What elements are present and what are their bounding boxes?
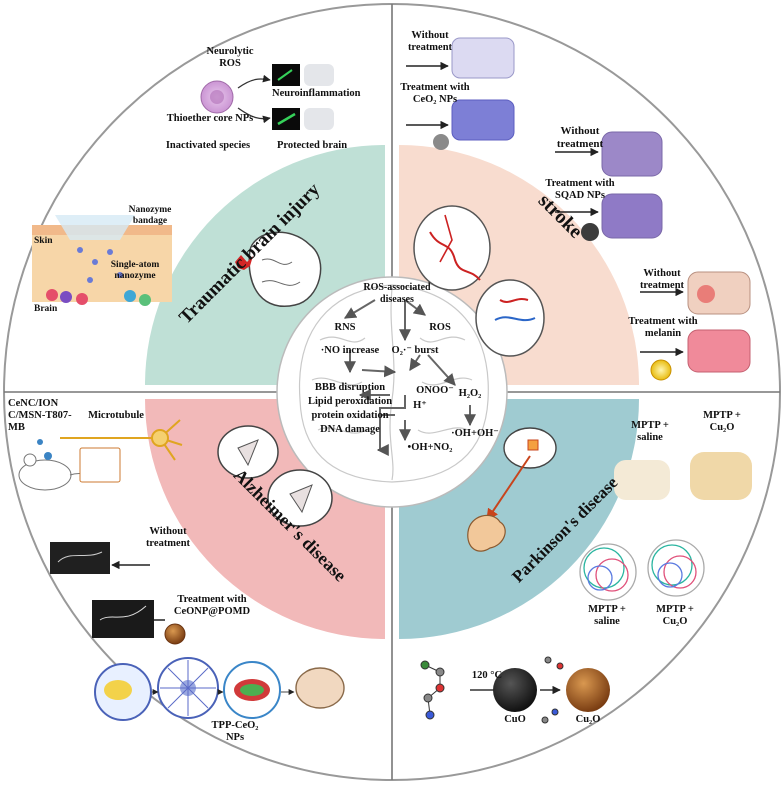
sqad-np-icon: [581, 223, 599, 241]
melanin-np-icon: [650, 359, 672, 381]
mptp-saline-tissue: [614, 460, 670, 500]
impact-icon: [235, 255, 253, 270]
rns-label: RNS: [334, 322, 356, 333]
cenc-label: CeNC/ION C/MSN-T807-MB: [8, 398, 72, 434]
ceo2-np-icon: [433, 134, 449, 150]
cuo-cluster-icon: [493, 668, 537, 712]
substantia-nigra-icon: [467, 514, 506, 552]
tbi-illustrations: [32, 64, 334, 307]
brain-slice-image-1: [304, 64, 334, 86]
cu2o-cluster-icon: [566, 668, 610, 712]
molecule-ligand: [541, 656, 564, 724]
damage-4: DNA damage: [320, 424, 380, 435]
inactivated-label: Inactivated species: [165, 140, 251, 151]
neuron-microtubule: [60, 419, 183, 461]
mptp-saline-1: MPTP + saline: [631, 420, 669, 444]
onoo-label: ONOO⁻: [416, 385, 454, 396]
center-header: ROS-associated diseases: [363, 282, 431, 305]
center-circle: [276, 276, 508, 508]
stroke-without-3: Without treatment: [639, 268, 685, 292]
mptp-saline-2: MPTP + saline: [588, 604, 626, 628]
tbi-brain-icon: [248, 231, 322, 307]
microtubule-label: Microtubule: [88, 410, 144, 421]
cu2o-label: Cu₂O: [575, 714, 601, 725]
nanozyme-bandage: [55, 215, 135, 240]
cuo-label: CuO: [504, 714, 526, 725]
stroke-sqad: Treatment with SQAD NPs: [545, 178, 615, 202]
brain-tissue-icon: [295, 667, 345, 709]
single-atom-label: Single-atom nanozyme: [110, 260, 160, 281]
ceonp-pomd-icon: [164, 623, 186, 645]
circle-plot-saline: [579, 543, 637, 601]
brain-label: Brain: [34, 304, 58, 314]
molecule-precursor: [420, 660, 445, 720]
circle-plot-cu2o: [647, 539, 705, 597]
stroke-without-2: Without treatment: [556, 125, 604, 150]
stroke-brain-top: [413, 205, 491, 291]
brain-section-sqad: [601, 193, 663, 239]
oh-no2-label: •OH+NO₂: [407, 442, 453, 453]
neurolytic-label: Neurolytic ROS: [206, 46, 254, 70]
brain-section-untreated-3: [687, 271, 751, 315]
stroke-illustrations: [406, 37, 751, 381]
stroke-without-1: Without treatment: [407, 30, 453, 54]
brain-section-ceo2: [451, 99, 515, 141]
h-label: H⁺: [413, 400, 427, 411]
brain-section-untreated-2: [601, 131, 663, 177]
mptp-cu2o-2: MPTP + Cu₂O: [656, 604, 694, 628]
o2-label: O₂·⁻ burst: [391, 345, 439, 356]
brain-section-untreated-1: [451, 37, 515, 79]
protected-label: Protected brain: [276, 140, 348, 151]
bandage-label: Nanozyme bandage: [128, 205, 172, 226]
tpp-label: TPP-CeO₂ NPs: [211, 720, 259, 744]
ceonp-label: Treatment with CeONP@POMD: [173, 594, 251, 618]
brain-section-melanin: [687, 329, 751, 373]
neuroinflammation-label: Neuroinflammation: [272, 88, 361, 99]
damage-3: protein oxidation: [311, 410, 389, 421]
damage-2: Lipid peroxidation: [307, 396, 393, 407]
brain-slice-image-2: [304, 108, 334, 130]
center-brain-outline: [298, 284, 489, 483]
h2o2-label: H₂O₂: [458, 388, 482, 399]
no-label: ·NO increase: [320, 345, 380, 356]
damage-1: BBB disruption: [314, 382, 386, 393]
skin-label: Skin: [34, 236, 53, 246]
center-flow-arrows: [343, 299, 476, 456]
mptp-cu2o-tissue: [690, 452, 752, 500]
stroke-ceo2: Treatment with CeO₂ NPs: [400, 82, 470, 106]
ros-species-dots: [46, 289, 151, 306]
mptp-cu2o-1: MPTP + Cu₂O: [703, 410, 741, 434]
ros-label: ROS: [429, 322, 451, 333]
ad-without-label: Without treatment: [145, 526, 191, 550]
stroke-melanin: Treatment with melanin: [628, 316, 698, 340]
pd-illustrations: [420, 427, 752, 724]
thioether-label: Thioether core NPs: [166, 113, 254, 124]
temp-label: 120 °C: [471, 670, 503, 681]
tem-image-untreated: [50, 542, 110, 574]
oh-oh-label: ·OH+OH⁻: [451, 428, 499, 439]
ad-illustrations: [18, 419, 345, 721]
